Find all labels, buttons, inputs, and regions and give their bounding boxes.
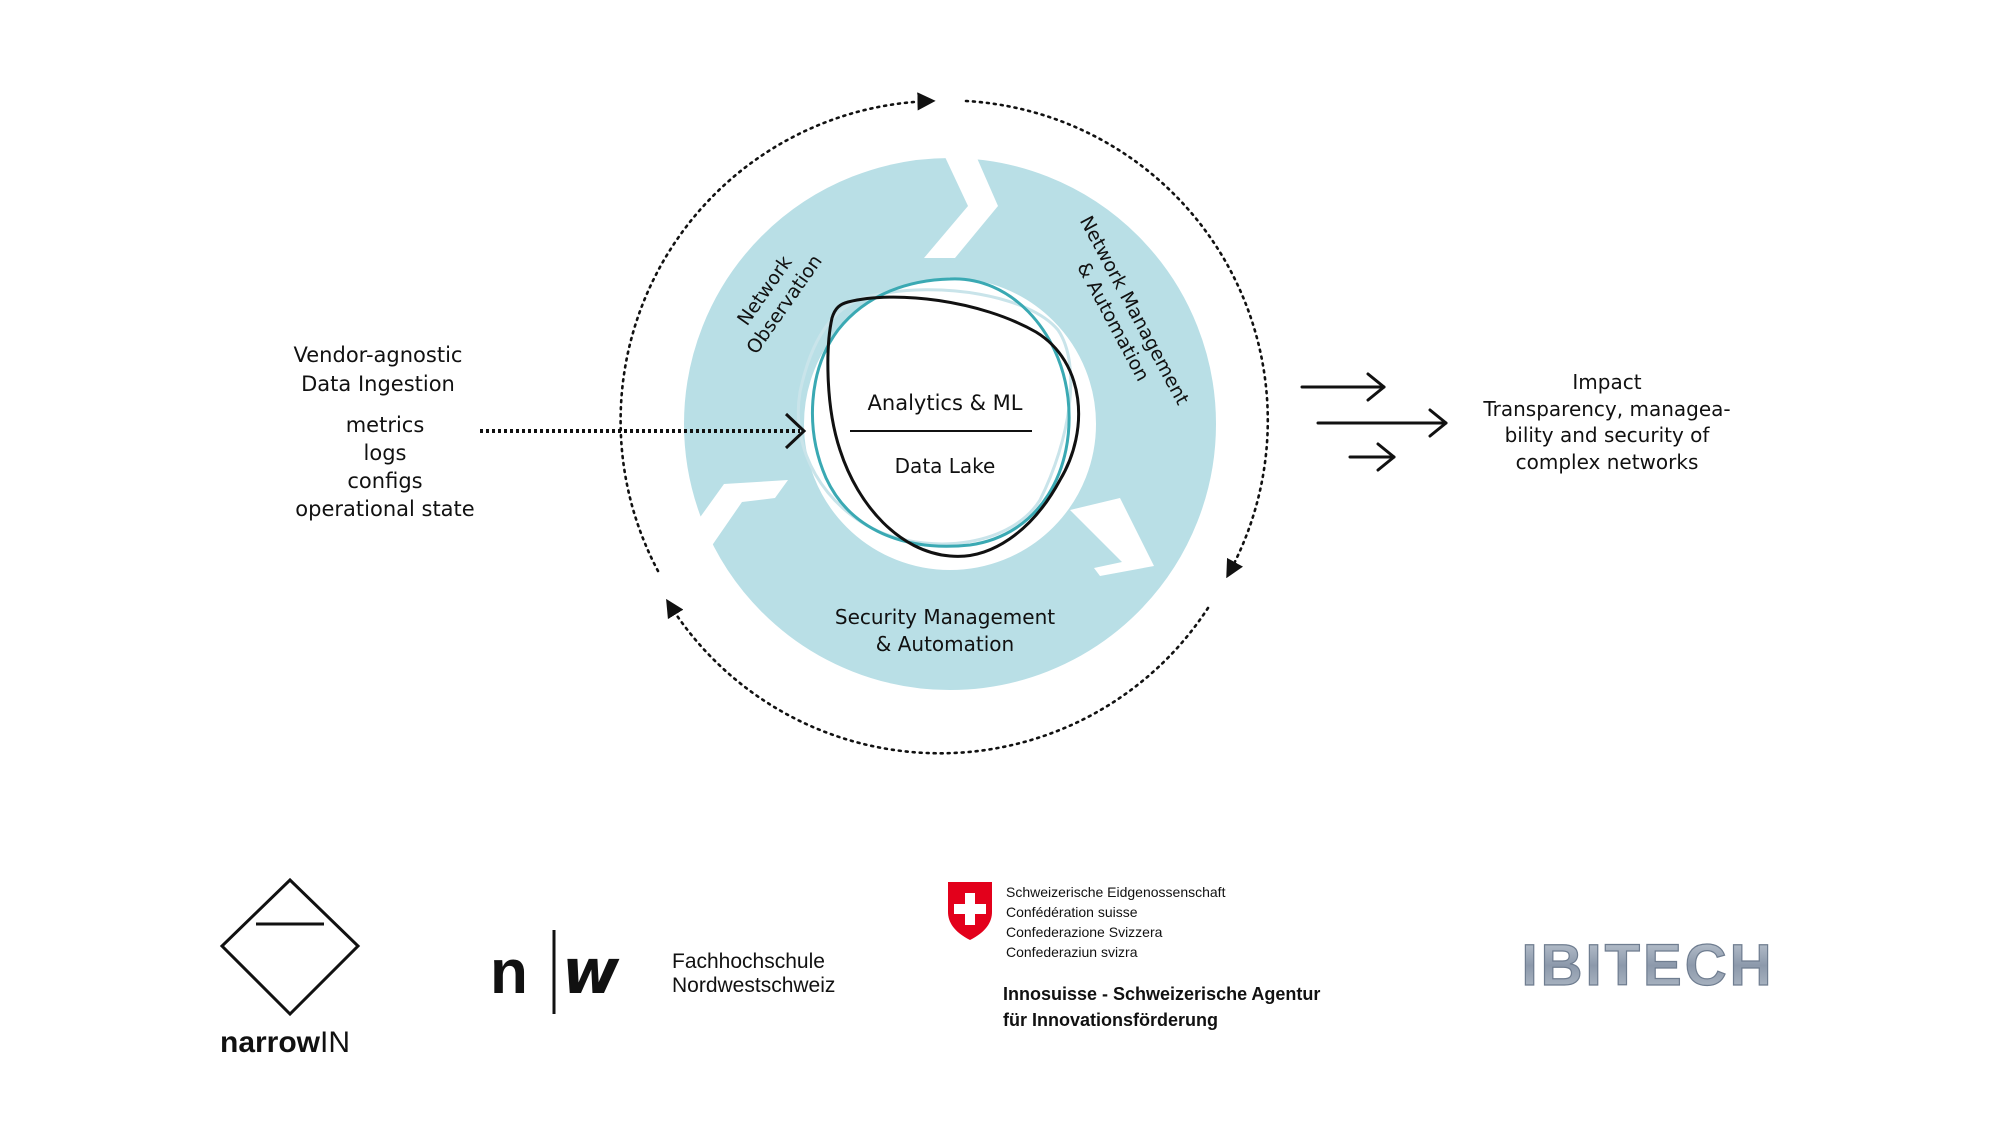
outer-cycle-arrows [619,92,1270,755]
core-bottom-label: Data Lake [895,454,996,478]
impact-arrows [1300,372,1448,472]
swiss-line3: Confederazione Svizzera [1006,924,1163,940]
process-ring [684,158,1216,690]
input-title-line2: Data Ingestion [301,372,455,396]
input-item-configs: configs [347,469,422,493]
gap-left [678,480,788,560]
fhnw-mark-n: n [490,938,528,1007]
narrowin-wordmark: narrowIN [220,1026,350,1059]
ingestion-arrow [480,412,807,450]
fhnw-line2: Nordwestschweiz [672,974,835,997]
impact-arrow-3 [1348,442,1396,472]
swiss-line4: Confederaziun svizra [1006,944,1138,960]
input-title-line1: Vendor-agnostic [294,343,463,367]
core-top-label: Analytics & ML [868,391,1023,415]
input-item-logs: logs [364,441,407,465]
ring-chevron-gaps [678,142,1154,576]
impact-arrow-1 [1300,372,1386,402]
fhnw-logo: n w Fachhochschule Nordwestschweiz [490,930,835,1014]
core-loops [796,277,1081,558]
impact-title: Impact [1572,370,1641,394]
impact-line3: complex networks [1516,450,1699,474]
loop-light [796,288,1073,546]
swiss-cross-horizontal [954,904,986,914]
innosuisse-line1: Innosuisse - Schweizerische Agentur [1003,984,1320,1004]
narrowin-name-suffix: IN [320,1026,350,1059]
gap-right [1070,498,1154,576]
fhnw-mark-w: w [562,935,620,1008]
swiss-logo: Schweizerische Eidgenossenschaft Confédé… [948,882,1320,1030]
segment-security-line2: & Automation [876,632,1014,656]
input-item-metrics: metrics [346,413,425,437]
impact-arrow-2 [1316,408,1448,438]
swiss-line1: Schweizerische Eidgenossenschaft [1006,884,1226,900]
narrowin-diamond-icon [219,877,361,1017]
narrowin-logo: narrowIN [219,877,361,1059]
impact-line2: bility and security of [1505,423,1711,447]
outer-arc-bottom [666,598,1210,755]
gap-top [924,142,998,258]
segment-security-line1: Security Management [835,605,1055,629]
swiss-line2: Confédération suisse [1006,904,1138,920]
input-item-operational-state: operational state [295,497,474,521]
narrowin-name-main: narrow [220,1026,321,1059]
loop-black [826,295,1081,558]
outer-arc-top [619,92,936,573]
fhnw-line1: Fachhochschule [672,950,825,973]
ibitech-logo: IBITECH [1522,933,1775,998]
outer-arc-right [964,99,1270,579]
impact-line1: Transparency, managea- [1482,397,1730,421]
innosuisse-line2: für Innovationsförderung [1003,1010,1218,1030]
